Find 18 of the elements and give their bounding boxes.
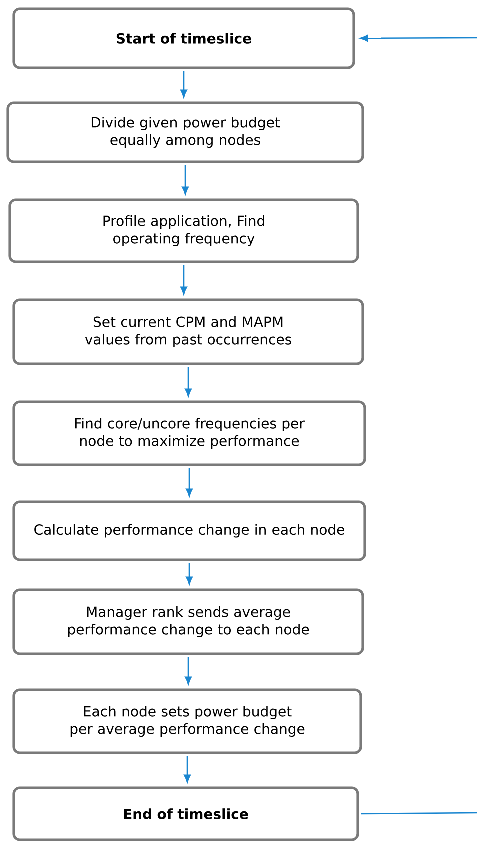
process-box: Profile application, Find operating frequency <box>8 198 360 264</box>
arrow <box>185 657 192 685</box>
arrow <box>185 367 192 397</box>
process-box: Start of timeslice <box>12 8 356 70</box>
process-box: Manager rank sends average performance change to each node <box>12 588 364 656</box>
arrow <box>186 563 193 585</box>
process-box: Calculate performance change in each node <box>12 500 366 562</box>
process-box: Divide given power budget equally among nodes <box>6 102 364 164</box>
process-box: Find core/uncore frequencies per node to maximize performance <box>12 400 366 466</box>
arrow <box>360 34 477 42</box>
arrow <box>180 71 188 98</box>
process-box: Set current CPM and MAPM values from past occurrences <box>12 298 364 366</box>
arrow <box>186 468 193 497</box>
process-box: Each node sets power budget per average performance change <box>12 688 362 754</box>
arrow <box>184 756 191 783</box>
arrow <box>182 165 189 195</box>
arrow <box>180 265 188 295</box>
process-box: End of timeslice <box>12 786 360 842</box>
